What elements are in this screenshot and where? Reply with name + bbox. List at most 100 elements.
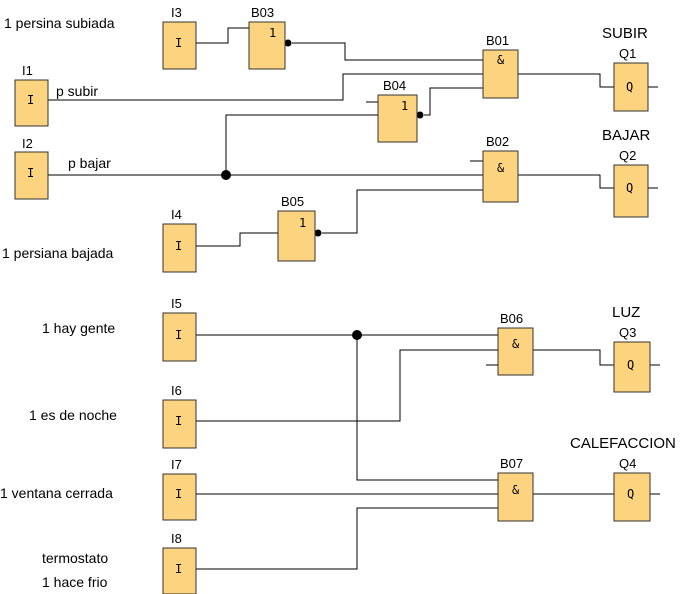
input-block-body[interactable] <box>162 547 197 594</box>
wire-i1-b01 <box>48 73 483 101</box>
block-id-label: Q4 <box>619 456 636 471</box>
gate-symbol: 1 <box>401 99 408 113</box>
block-symbol: I <box>175 328 182 342</box>
input-block-body[interactable] <box>162 223 197 273</box>
input-block-i4[interactable]: I4 I <box>162 207 197 273</box>
gate-symbol: & <box>497 161 505 175</box>
block-symbol: Q <box>627 487 634 501</box>
gate-body[interactable] <box>248 21 286 70</box>
wire-i2-b04 <box>225 114 378 175</box>
gate-b07[interactable]: B07 & <box>497 456 534 522</box>
negation-dot-b04 <box>416 111 424 119</box>
block-id-label: I2 <box>22 136 33 151</box>
block-symbol: I <box>27 93 34 107</box>
output-title: CALEFACCION <box>570 435 676 452</box>
block-symbol: I <box>175 487 182 501</box>
gate-symbol: & <box>497 53 505 67</box>
wire-i6-b06 <box>196 349 498 422</box>
output-block-body[interactable] <box>613 164 649 218</box>
input-block-body[interactable] <box>162 312 197 362</box>
block-id-label: I1 <box>22 63 33 78</box>
gate-body[interactable] <box>482 49 519 99</box>
output-title: SUBIR <box>602 25 648 42</box>
block-id-label: I8 <box>171 531 182 546</box>
input-caption-i8-line1: termostato <box>42 550 108 566</box>
output-block-q3[interactable]: LUZ Q3 Q <box>612 304 651 393</box>
input-block-i7[interactable]: I7 I <box>162 457 197 521</box>
wire-i8-b07 <box>196 507 498 570</box>
input-caption-i5: 1 hay gente <box>42 320 115 336</box>
input-caption-i3: 1 persina subiada <box>4 15 115 31</box>
gate-b05[interactable]: B05 1 <box>277 194 316 262</box>
block-id-label: I5 <box>171 296 182 311</box>
output-block-body[interactable] <box>613 62 649 112</box>
block-id-label: B02 <box>486 134 509 149</box>
output-block-body[interactable] <box>613 472 651 522</box>
wires <box>48 27 660 570</box>
gate-symbol: & <box>512 483 520 497</box>
wire-i3-b03 <box>196 27 249 44</box>
block-symbol: I <box>175 36 182 50</box>
input-caption-i1: p subir <box>56 83 98 99</box>
gate-b01[interactable]: B01 & <box>482 33 519 99</box>
output-title: BAJAR <box>602 127 651 144</box>
gate-body[interactable] <box>482 150 519 203</box>
input-caption-i7: 1 ventana cerrada <box>0 485 113 501</box>
input-caption-i2: p bajar <box>68 155 111 171</box>
wire-b06-q3 <box>533 349 614 366</box>
input-block-i1[interactable]: I1 I <box>14 63 49 127</box>
block-id-label: Q1 <box>619 46 636 61</box>
gate-b02[interactable]: B02 & <box>482 134 519 203</box>
input-block-i2[interactable]: I2 I <box>14 136 49 200</box>
block-id-label: B04 <box>383 78 406 93</box>
output-block-body[interactable] <box>613 341 651 393</box>
block-symbol: I <box>175 562 182 576</box>
wire-b01-q1 <box>518 73 614 88</box>
input-block-body[interactable] <box>162 399 197 449</box>
gate-body[interactable] <box>277 210 316 262</box>
output-title: LUZ <box>612 304 640 321</box>
junction-dot <box>221 170 231 180</box>
gate-b04[interactable]: B04 1 <box>377 78 418 143</box>
block-symbol: Q <box>626 80 633 94</box>
block-id-label: B01 <box>486 33 509 48</box>
input-block-body[interactable] <box>14 79 49 127</box>
input-caption-i8-line2: 1 hace frio <box>42 574 108 590</box>
block-id-label: B07 <box>500 456 523 471</box>
gate-symbol: & <box>512 337 520 351</box>
gate-symbol: 1 <box>269 26 276 40</box>
gate-b03[interactable]: B03 1 <box>248 5 286 70</box>
gate-symbol: 1 <box>299 216 306 230</box>
wire-b03-b01 <box>292 42 483 61</box>
gate-body[interactable] <box>497 327 534 376</box>
block-id-label: I3 <box>171 5 182 20</box>
block-symbol: I <box>175 239 182 253</box>
wire-i4-b05 <box>196 232 278 247</box>
input-block-i8[interactable]: I8 I <box>162 531 197 594</box>
input-block-i5[interactable]: I5 I <box>162 296 197 362</box>
block-symbol: Q <box>626 181 633 195</box>
block-id-label: I7 <box>171 457 182 472</box>
block-symbol: I <box>175 414 182 428</box>
wire-b02-q2 <box>518 174 614 189</box>
input-block-body[interactable] <box>162 473 197 521</box>
negation-dot-b05 <box>314 229 322 237</box>
output-block-q2[interactable]: BAJAR Q2 Q <box>602 127 651 218</box>
block-id-label: I4 <box>171 207 182 222</box>
gate-b06[interactable]: B06 & <box>497 311 534 376</box>
block-id-label: Q2 <box>619 148 636 163</box>
junctions <box>221 39 424 340</box>
gate-body[interactable] <box>377 94 418 143</box>
output-block-q4[interactable]: CALEFACCION Q4 Q <box>570 435 676 522</box>
input-block-body[interactable] <box>162 21 197 70</box>
input-block-i3[interactable]: I3 I <box>162 5 197 70</box>
wire-i5-b07 <box>356 335 498 481</box>
output-block-q1[interactable]: SUBIR Q1 Q <box>602 25 649 112</box>
block-id-label: B06 <box>500 311 523 326</box>
input-caption-i4: 1 persiana bajada <box>2 245 114 261</box>
input-block-body[interactable] <box>14 151 49 200</box>
input-block-i6[interactable]: I6 I <box>162 383 197 449</box>
gate-body[interactable] <box>497 472 534 522</box>
wire-b04-b01 <box>424 87 483 116</box>
